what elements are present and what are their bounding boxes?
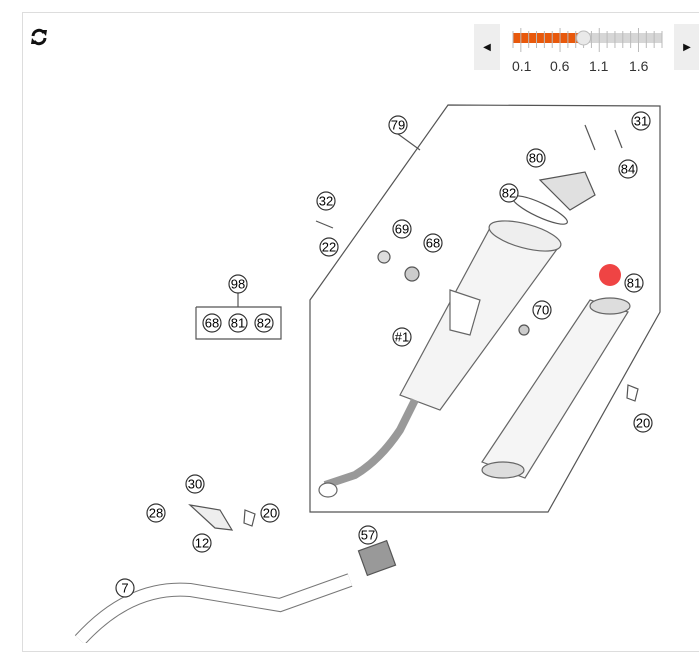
- callout-circle: [228, 313, 248, 333]
- callout-circle: [316, 191, 336, 211]
- callout-c31[interactable]: 31: [631, 111, 651, 131]
- assembly-outline: [309, 104, 661, 513]
- callout-circle: [631, 111, 651, 131]
- callout-label: 70: [535, 303, 549, 318]
- tick-label: 1.1: [589, 58, 609, 74]
- slider-fill: [513, 33, 584, 43]
- callout-circle: [358, 525, 378, 545]
- callout-c81b[interactable]: 81: [228, 313, 248, 333]
- callout-circle: [185, 474, 205, 494]
- callout-circle: [423, 233, 443, 253]
- callout-c68a[interactable]: 68: [423, 233, 443, 253]
- callout-c82a[interactable]: 82: [499, 183, 519, 203]
- callout-c57[interactable]: 57: [358, 525, 378, 545]
- callout-label: 80: [529, 151, 543, 166]
- callout-circle: [392, 327, 412, 347]
- callout-label: 22: [322, 240, 336, 255]
- callout-label: 20: [263, 506, 277, 521]
- callout-c82b[interactable]: 82: [254, 313, 274, 333]
- assembly-98-outline: [195, 306, 282, 340]
- tick-label: 0.1: [512, 58, 532, 74]
- callout-c98[interactable]: 98: [228, 274, 248, 294]
- callout-c70[interactable]: 70: [532, 300, 552, 320]
- callout-label: 98: [231, 277, 245, 292]
- callout-c79[interactable]: 79: [388, 115, 408, 135]
- callout-circle: [532, 300, 552, 320]
- callout-c22[interactable]: 22: [319, 237, 339, 257]
- callout-circle: [526, 148, 546, 168]
- callout-label: 31: [634, 114, 648, 129]
- tick-label: 1.6: [629, 58, 649, 74]
- callout-label: 68: [426, 236, 440, 251]
- callout-label: 28: [149, 506, 163, 521]
- callout-c32[interactable]: 32: [316, 191, 336, 211]
- callout-label: 81: [231, 316, 245, 331]
- callout-circle: [499, 183, 519, 203]
- callout-circle: [633, 413, 653, 433]
- callout-c68b[interactable]: 68: [202, 313, 222, 333]
- zoom-out-button[interactable]: ◀: [474, 24, 500, 70]
- silencer-body: [481, 297, 631, 479]
- left-arrow-icon: ◀: [483, 41, 491, 53]
- right-arrow-icon: ▶: [683, 41, 691, 53]
- callout-c69[interactable]: 69: [392, 219, 412, 239]
- callout-c30[interactable]: 30: [185, 474, 205, 494]
- callout-circle: [254, 313, 274, 333]
- callout-circle: [202, 313, 222, 333]
- refresh-button[interactable]: [30, 28, 48, 46]
- callout-c20b[interactable]: 20: [260, 503, 280, 523]
- callout-label: 30: [188, 477, 202, 492]
- end-cap: [512, 171, 596, 225]
- callout-circle: [228, 274, 248, 294]
- callout-circle: [319, 237, 339, 257]
- callout-label: 79: [391, 118, 405, 133]
- callout-circle: [388, 115, 408, 135]
- callout-label: 84: [621, 162, 635, 177]
- callout-label: 81: [627, 276, 641, 291]
- callout-circle: [392, 219, 412, 239]
- callout-c28[interactable]: 28: [146, 503, 166, 523]
- callout-circle: [618, 159, 638, 179]
- callout-c80[interactable]: 80: [526, 148, 546, 168]
- callout-label: 68: [205, 316, 219, 331]
- callout-circle: [260, 503, 280, 523]
- callout-label: 82: [257, 316, 271, 331]
- callout-c81[interactable]: 81: [624, 273, 644, 293]
- callout-label: 57: [361, 528, 375, 543]
- callout-label: 12: [195, 536, 209, 551]
- zoom-slider[interactable]: [510, 24, 665, 58]
- callout-c12[interactable]: 12: [192, 533, 212, 553]
- highlight-marker[interactable]: [599, 264, 621, 286]
- callout-circle: [146, 503, 166, 523]
- callout-label: 82: [502, 186, 516, 201]
- callout-circle: [624, 273, 644, 293]
- refresh-icon: [31, 28, 47, 46]
- callout-circle: [192, 533, 212, 553]
- callout-label: 32: [319, 194, 333, 209]
- callout-c7[interactable]: 7: [115, 578, 135, 598]
- callout-c1[interactable]: #1: [392, 327, 412, 347]
- zoom-in-button[interactable]: ▶: [674, 24, 699, 70]
- callout-label: 7: [121, 581, 128, 596]
- callout-c20a[interactable]: 20: [633, 413, 653, 433]
- muffler-body: [318, 220, 562, 498]
- callout-label: 20: [636, 416, 650, 431]
- callout-c84[interactable]: 84: [618, 159, 638, 179]
- callout-circle: [115, 578, 135, 598]
- tick-label: 0.6: [550, 58, 570, 74]
- slider-thumb[interactable]: [576, 30, 592, 46]
- callout-label: #1: [395, 330, 409, 345]
- callout-label: 69: [395, 222, 409, 237]
- zoom-control: ◀ 0.1 0.6 1.1 1.6 ▶: [474, 24, 699, 74]
